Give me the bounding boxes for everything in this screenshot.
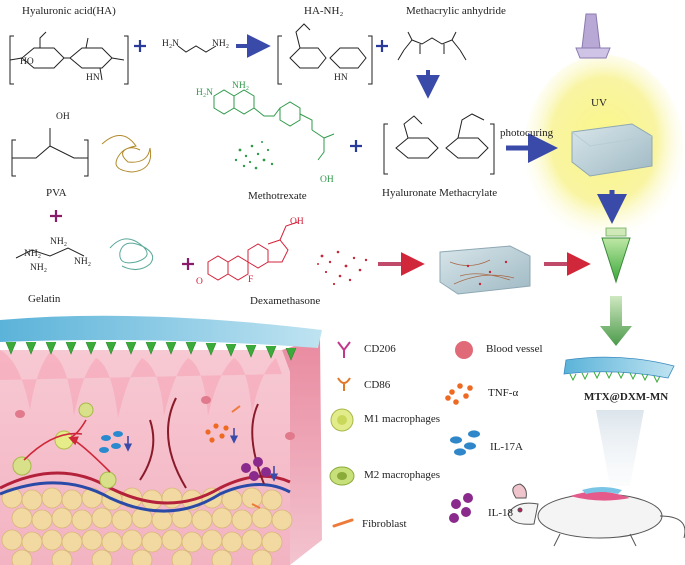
uv-cured-hydrogel	[571, 123, 653, 177]
label-mtx-dxm-mn: MTX@DXM-MN	[584, 391, 669, 403]
pva-chain-icon	[101, 135, 152, 173]
atom-label: H₂N	[196, 88, 214, 98]
gelatin-structure	[15, 247, 85, 259]
atom-label: HO	[20, 57, 34, 67]
ha-nh2-structure	[277, 23, 373, 85]
legend-cd206-icon	[337, 341, 351, 358]
hama-structure	[383, 113, 495, 175]
atom-label: O	[196, 277, 203, 287]
atom-label: H₂N	[162, 39, 180, 49]
legend-fibroblast-icon	[332, 518, 354, 528]
atom-label: F	[248, 275, 254, 285]
legend-tnf-icon	[445, 383, 473, 405]
label-methotrexate: Methotrexate	[248, 190, 307, 202]
dexamethasone-particles	[317, 250, 368, 286]
legend-blood-vessel-label: Blood vessel	[486, 343, 543, 355]
atom-label: NH₂	[212, 39, 230, 49]
pva-structure	[11, 128, 89, 177]
uv-lamp-icon	[575, 13, 611, 59]
legend-tnf-label: TNF-α	[488, 387, 519, 399]
mouse-model-icon	[507, 483, 685, 547]
atom-label: OH	[56, 112, 70, 122]
plus-sign	[350, 140, 362, 152]
label-methacrylic-anhydride: Methacrylic anhydride	[406, 5, 506, 17]
label-ha-nh2: HA-NH₂	[304, 5, 344, 17]
application-beam	[596, 410, 644, 486]
skin-cells	[12, 396, 295, 509]
plus-sign	[50, 210, 62, 222]
legend-cd206-label: CD206	[364, 343, 396, 355]
plus-sign	[376, 40, 388, 52]
atom-label: HN	[334, 73, 348, 83]
legend-m1-icon	[330, 408, 354, 432]
label-hyaluronate-methacrylate: Hyaluronate Methacrylate	[382, 187, 498, 199]
legend-cd86-label: CD86	[364, 379, 391, 391]
atom-label: OH	[320, 175, 334, 185]
methacrylic-anhydride-structure	[397, 31, 467, 61]
label-gelatin: Gelatin	[28, 293, 61, 305]
legend-m2-label: M2 macrophages	[364, 469, 441, 481]
process-arrow	[600, 296, 632, 346]
drug-loaded-hydrogel	[439, 245, 531, 295]
legend-il17a-icon	[450, 430, 480, 456]
atom-label: NH₂	[74, 257, 92, 267]
methotrexate-structure	[213, 89, 335, 161]
atom-label: HN	[86, 73, 100, 83]
atom-label: OH	[290, 217, 304, 227]
plus-sign	[182, 258, 194, 270]
ethylenediamine-structure	[177, 45, 217, 53]
dexamethasone-structure	[207, 221, 299, 281]
legend-il17a-label: IL-17A	[490, 441, 523, 453]
gelatin-chain-icon	[109, 238, 154, 270]
mn-patch-on-mouse	[582, 487, 622, 494]
legend-cd86-icon	[337, 377, 351, 391]
legend-il18-label: IL-18	[488, 507, 514, 519]
legend-m1-label: M1 macrophages	[364, 413, 441, 425]
label-hyaluronic-acid: Hyaluronic acid(HA)	[22, 5, 116, 17]
label-pva: PVA	[46, 187, 67, 199]
atom-label: NH₂	[30, 263, 48, 273]
atom-label: NH₂	[24, 249, 42, 259]
label-photocuring: photocuring	[500, 127, 554, 139]
atom-label: NH₂	[232, 81, 250, 91]
label-uv: UV	[591, 97, 607, 109]
hyaluronic-acid-structure	[9, 31, 129, 85]
microneedle-mold-icon	[601, 227, 631, 284]
microneedle-patch-on-skin	[0, 315, 322, 361]
methotrexate-particles	[234, 141, 274, 170]
label-dexamethasone: Dexamethasone	[250, 295, 321, 307]
legend-m2-icon	[329, 466, 355, 486]
plus-sign	[134, 40, 146, 52]
microneedle-patch	[563, 356, 675, 384]
legend-il18-icon	[449, 493, 473, 523]
legend-blood-vessel-icon	[455, 341, 473, 359]
atom-label: NH₂	[50, 237, 68, 247]
skin-cross-section	[0, 338, 322, 565]
legend-fibroblast-label: Fibroblast	[362, 518, 407, 530]
